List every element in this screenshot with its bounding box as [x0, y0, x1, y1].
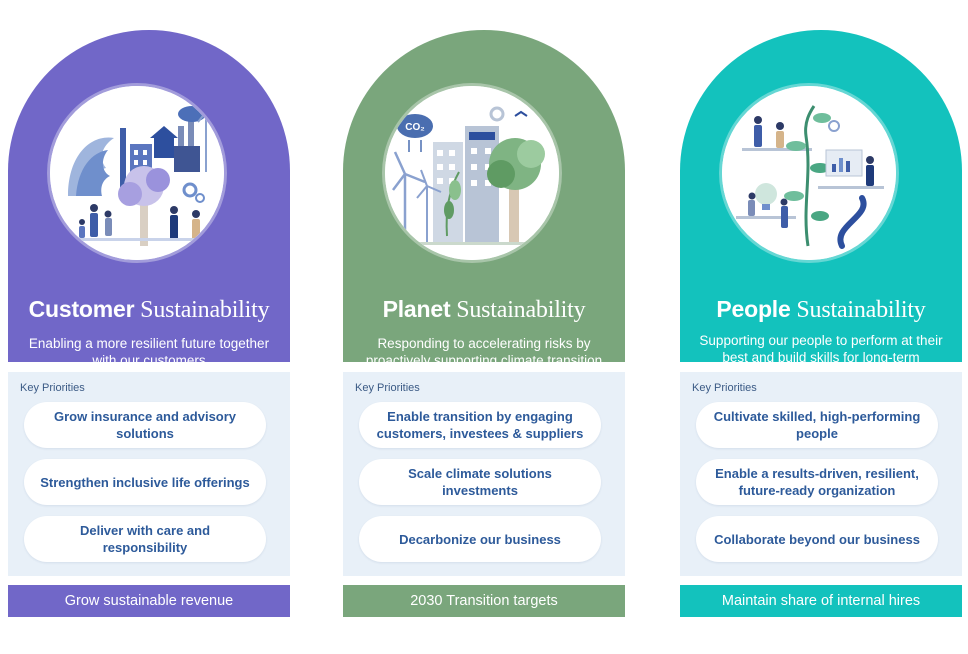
planet-footer-target: 2030 Transition targets [343, 585, 625, 617]
priority-item: Cultivate skilled, high-performing peopl… [696, 402, 938, 448]
title-bold: People [716, 296, 791, 322]
priority-item: Strengthen inclusive life offerings [24, 459, 266, 505]
planet-key-priorities: Key Priorities Enable transition by enga… [343, 372, 625, 576]
people-footer-target: Maintain share of internal hires [680, 585, 962, 617]
pillar-people: People Sustainability Supporting our peo… [680, 0, 962, 654]
title-light: Sustainability [134, 297, 270, 323]
priority-text: Decarbonize our business [399, 531, 561, 547]
priority-item: Scale climate solutions investments [359, 459, 601, 505]
priority-item: Deliver with care and responsibility [24, 516, 266, 562]
priority-item: Decarbonize our business [359, 516, 601, 562]
community-illustration-icon [50, 86, 224, 260]
customer-footer-target: Grow sustainable revenue [8, 585, 290, 617]
co2-cloud-label: CO₂ [405, 122, 424, 133]
people-subtitle: Supporting our people to perform at thei… [699, 333, 943, 382]
priority-item: Enable a results-driven, resilient, futu… [696, 459, 938, 505]
priority-text: Enable transition by engaging customers,… [376, 409, 584, 441]
priority-item: Enable transition by engaging customers,… [359, 402, 601, 448]
key-priorities-label: Key Priorities [692, 382, 757, 394]
people-arch-header: People Sustainability Supporting our peo… [680, 30, 962, 382]
title-bold: Customer [28, 296, 135, 322]
priority-text: Collaborate beyond our business [714, 531, 920, 547]
customer-arch-header: Customer Sustainability Enabling a more … [8, 30, 290, 368]
customer-title: Customer Sustainability [8, 296, 290, 324]
title-light: Sustainability [450, 297, 586, 323]
pillar-planet: CO₂ [343, 0, 625, 654]
customer-key-priorities: Key Priorities Grow insurance and adviso… [8, 372, 290, 576]
wind-turbines-illustration-icon: CO₂ [385, 86, 559, 260]
planet-subtitle: Responding to accelerating risks by proa… [365, 336, 603, 368]
priority-item: Collaborate beyond our business [696, 516, 938, 562]
priority-text: Cultivate skilled, high-performing peopl… [713, 409, 921, 441]
priority-text: Grow insurance and advisory solutions [53, 409, 237, 441]
pillar-customer: Customer Sustainability Enabling a more … [8, 0, 290, 654]
people-growth-illustration-icon [722, 86, 896, 260]
title-bold: Planet [382, 296, 451, 322]
key-priorities-label: Key Priorities [355, 382, 420, 394]
key-priorities-label: Key Priorities [20, 382, 85, 394]
priority-item: Grow insurance and advisory solutions [24, 402, 266, 448]
priority-text: Deliver with care and responsibility [79, 523, 211, 555]
planet-title: Planet Sustainability [343, 296, 625, 324]
people-title: People Sustainability [680, 296, 962, 324]
people-key-priorities: Key Priorities Cultivate skilled, high-p… [680, 372, 962, 576]
customer-subtitle: Enabling a more resilient future togethe… [28, 336, 270, 368]
title-light: Sustainability [790, 297, 926, 323]
priority-text: Scale climate solutions investments [408, 466, 552, 498]
priority-text: Strengthen inclusive life offerings [40, 474, 250, 490]
priority-text: Enable a results-driven, resilient, futu… [715, 466, 919, 498]
planet-arch-header: CO₂ [343, 30, 625, 368]
